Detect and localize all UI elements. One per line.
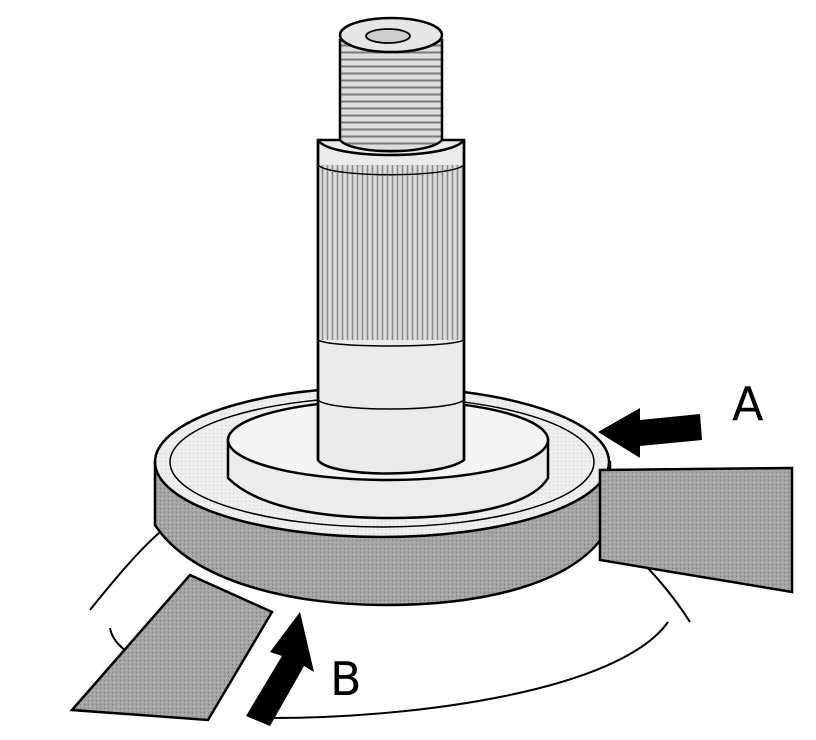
- callout-label-a: A: [732, 377, 764, 431]
- callout-label-b: B: [330, 652, 362, 706]
- bar-b: [69, 573, 274, 722]
- arrow-a: [598, 408, 702, 458]
- arrow-b: [246, 612, 314, 726]
- bar-a: [598, 466, 794, 594]
- shaft: [316, 138, 466, 475]
- collar-disk: [226, 398, 550, 520]
- threaded-end: [338, 16, 444, 153]
